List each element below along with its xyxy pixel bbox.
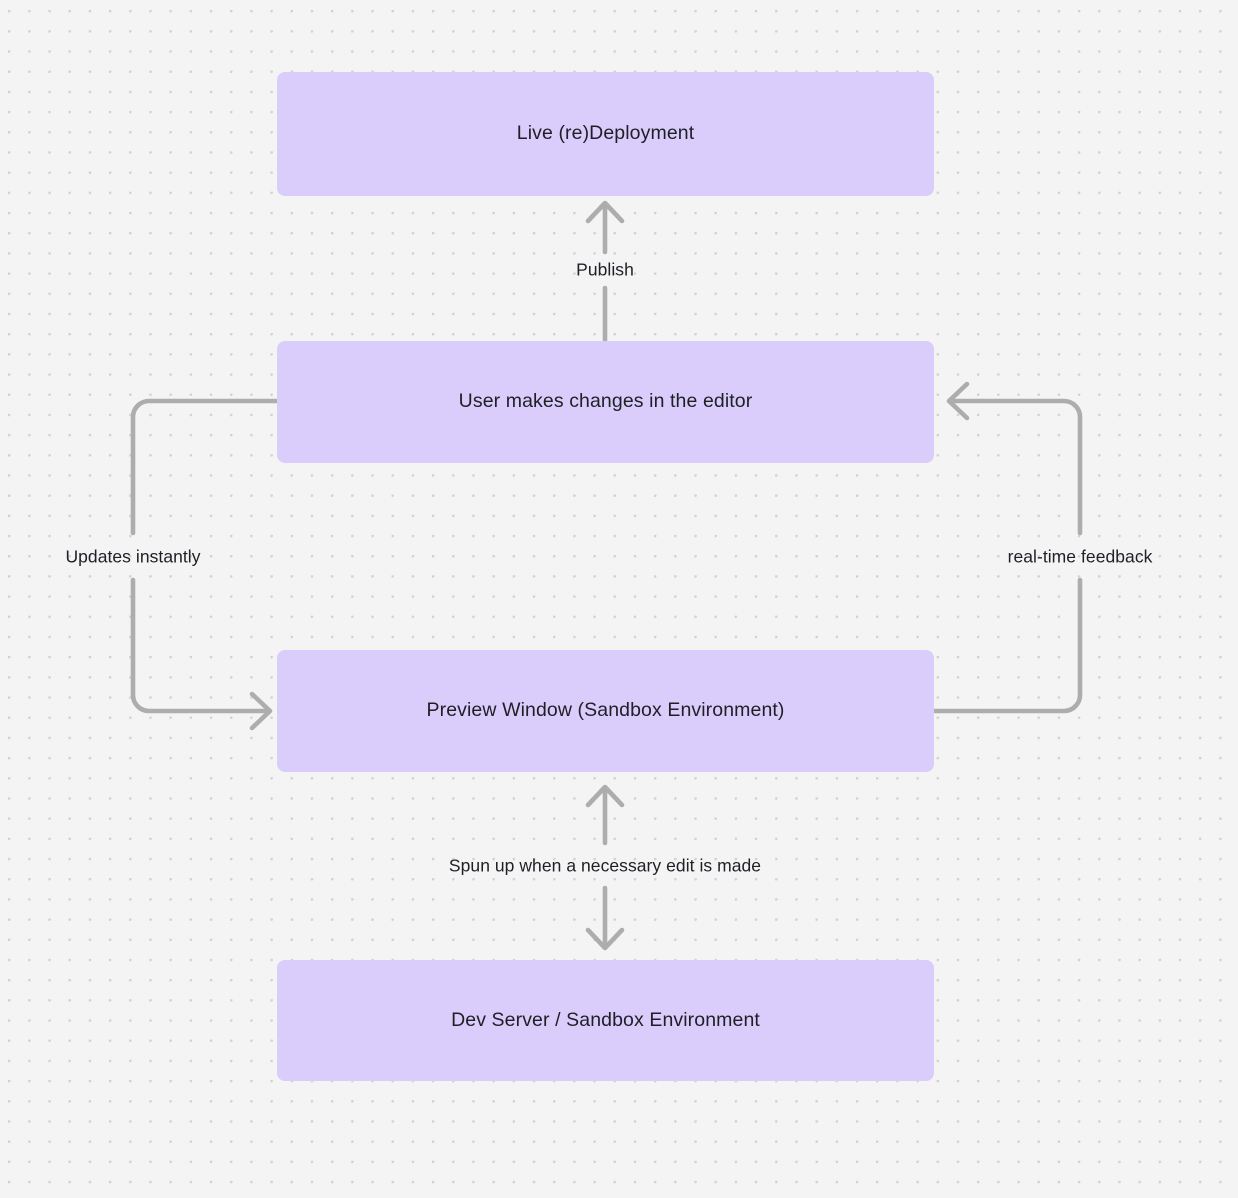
edge-updates-instantly-upper-segment: [130, 398, 280, 536]
edge-spun-up-arrowhead-down: [585, 927, 625, 951]
edge-real-time-feedback-lower-segment: [931, 577, 1083, 714]
edge-label-spun-up: Spun up when a necessary edit is made: [448, 855, 762, 876]
edge-real-time-feedback-upper-segment: [947, 398, 1083, 536]
edge-updates-instantly-arrowhead-right: [249, 691, 273, 731]
edge-publish-arrowhead-up: [585, 200, 625, 224]
edge-label-real-time-feedback: real-time feedback: [1007, 546, 1153, 567]
edge-spun-up-arrowhead-up: [585, 784, 625, 808]
node-label: Preview Window (Sandbox Environment): [426, 699, 785, 722]
edge-label-publish: Publish: [576, 259, 634, 280]
edge-updates-instantly-lower-segment: [130, 577, 272, 714]
node-dev-server[interactable]: Dev Server / Sandbox Environment: [277, 960, 934, 1081]
edge-real-time-feedback-arrowhead-left: [946, 381, 970, 421]
node-user-makes-changes[interactable]: User makes changes in the editor: [277, 341, 934, 463]
node-label: Live (re)Deployment: [516, 122, 695, 145]
node-preview-window[interactable]: Preview Window (Sandbox Environment): [277, 650, 934, 772]
node-label: Dev Server / Sandbox Environment: [451, 1008, 760, 1031]
edge-label-updates-instantly: Updates instantly: [65, 546, 201, 567]
node-live-redeployment[interactable]: Live (re)Deployment: [277, 72, 934, 196]
node-label: User makes changes in the editor: [458, 390, 753, 413]
